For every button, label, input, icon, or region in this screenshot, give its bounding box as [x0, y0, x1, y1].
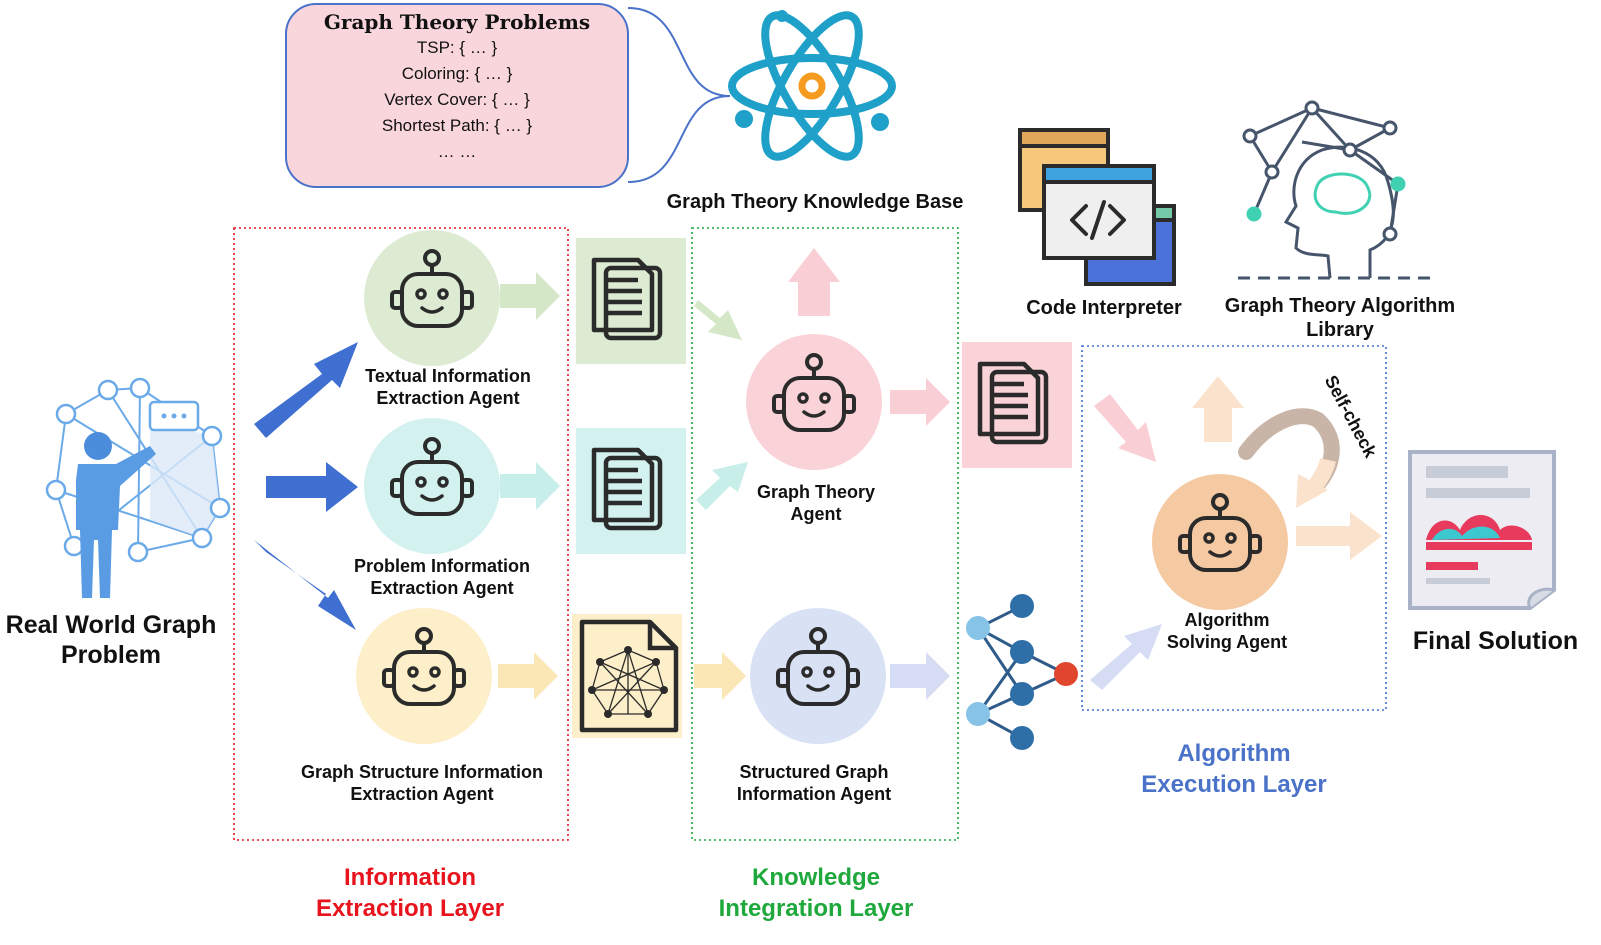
knowledge-base-label: Graph Theory Knowledge Base: [666, 191, 964, 213]
graph-file-icon: [572, 614, 682, 738]
agent-structure-label: Graph Structure Information Extraction A…: [300, 762, 543, 804]
document-icon-pink: [962, 342, 1072, 468]
knowledge-integration-frame: [691, 227, 959, 841]
layer-integration-label: Knowledge Integration Layer: [718, 864, 914, 923]
atom-icon: [728, 10, 896, 161]
problems-title: Graph Theory Problems: [323, 10, 591, 34]
document-icon-green: [576, 238, 686, 364]
user-network-icon: [45, 377, 231, 598]
problem-item: Coloring: { … }: [401, 64, 513, 83]
code-interpreter-label: Code Interpreter: [1026, 297, 1182, 319]
layer-extraction-label: Information Extraction Layer: [315, 864, 505, 923]
problem-item: Shortest Path: { … }: [381, 116, 533, 135]
agent-solving-circle: [1152, 474, 1288, 610]
agent-structured-label: Structured Graph Information Agent: [736, 762, 892, 804]
problem-item: TSP: { … }: [416, 38, 498, 57]
information-extraction-frame: [233, 227, 569, 841]
agent-structure-circle: [356, 608, 492, 744]
layer-execution-label: Algorithm Execution Layer: [1141, 740, 1327, 799]
agent-graph-theory-label: Graph Theory Agent: [756, 482, 876, 524]
agent-graph-theory-circle: [746, 334, 882, 470]
brace-connector: [627, 7, 731, 183]
algorithm-library-icon: [1238, 100, 1432, 280]
problem-item: Vertex Cover: { … }: [384, 90, 530, 109]
document-icon-teal: [576, 428, 686, 554]
agent-solving-label: Algorithm Solving Agent: [1166, 610, 1288, 652]
agent-textual-circle: [364, 230, 500, 366]
tree-graph-icon: [966, 594, 1078, 750]
code-interpreter-icon: [1018, 128, 1176, 286]
problem-item: … …: [437, 142, 477, 161]
agent-textual-label: Textual Information Extraction Agent: [365, 366, 531, 408]
algorithm-library-label: Graph Theory Algorithm Library: [1224, 295, 1456, 341]
algorithm-execution-frame: [1081, 345, 1387, 711]
knowledge-box: [285, 3, 629, 188]
agent-problem-circle: [364, 418, 500, 554]
agent-structured-circle: [750, 608, 886, 744]
agent-problem-label: Problem Information Extraction Agent: [353, 556, 530, 598]
flow-arrows: [498, 248, 1382, 700]
output-label: Final Solution: [1412, 627, 1579, 655]
input-arrows: [254, 342, 358, 630]
input-label: Real World Graph Problem: [5, 611, 217, 669]
report-icon: [1408, 450, 1556, 610]
